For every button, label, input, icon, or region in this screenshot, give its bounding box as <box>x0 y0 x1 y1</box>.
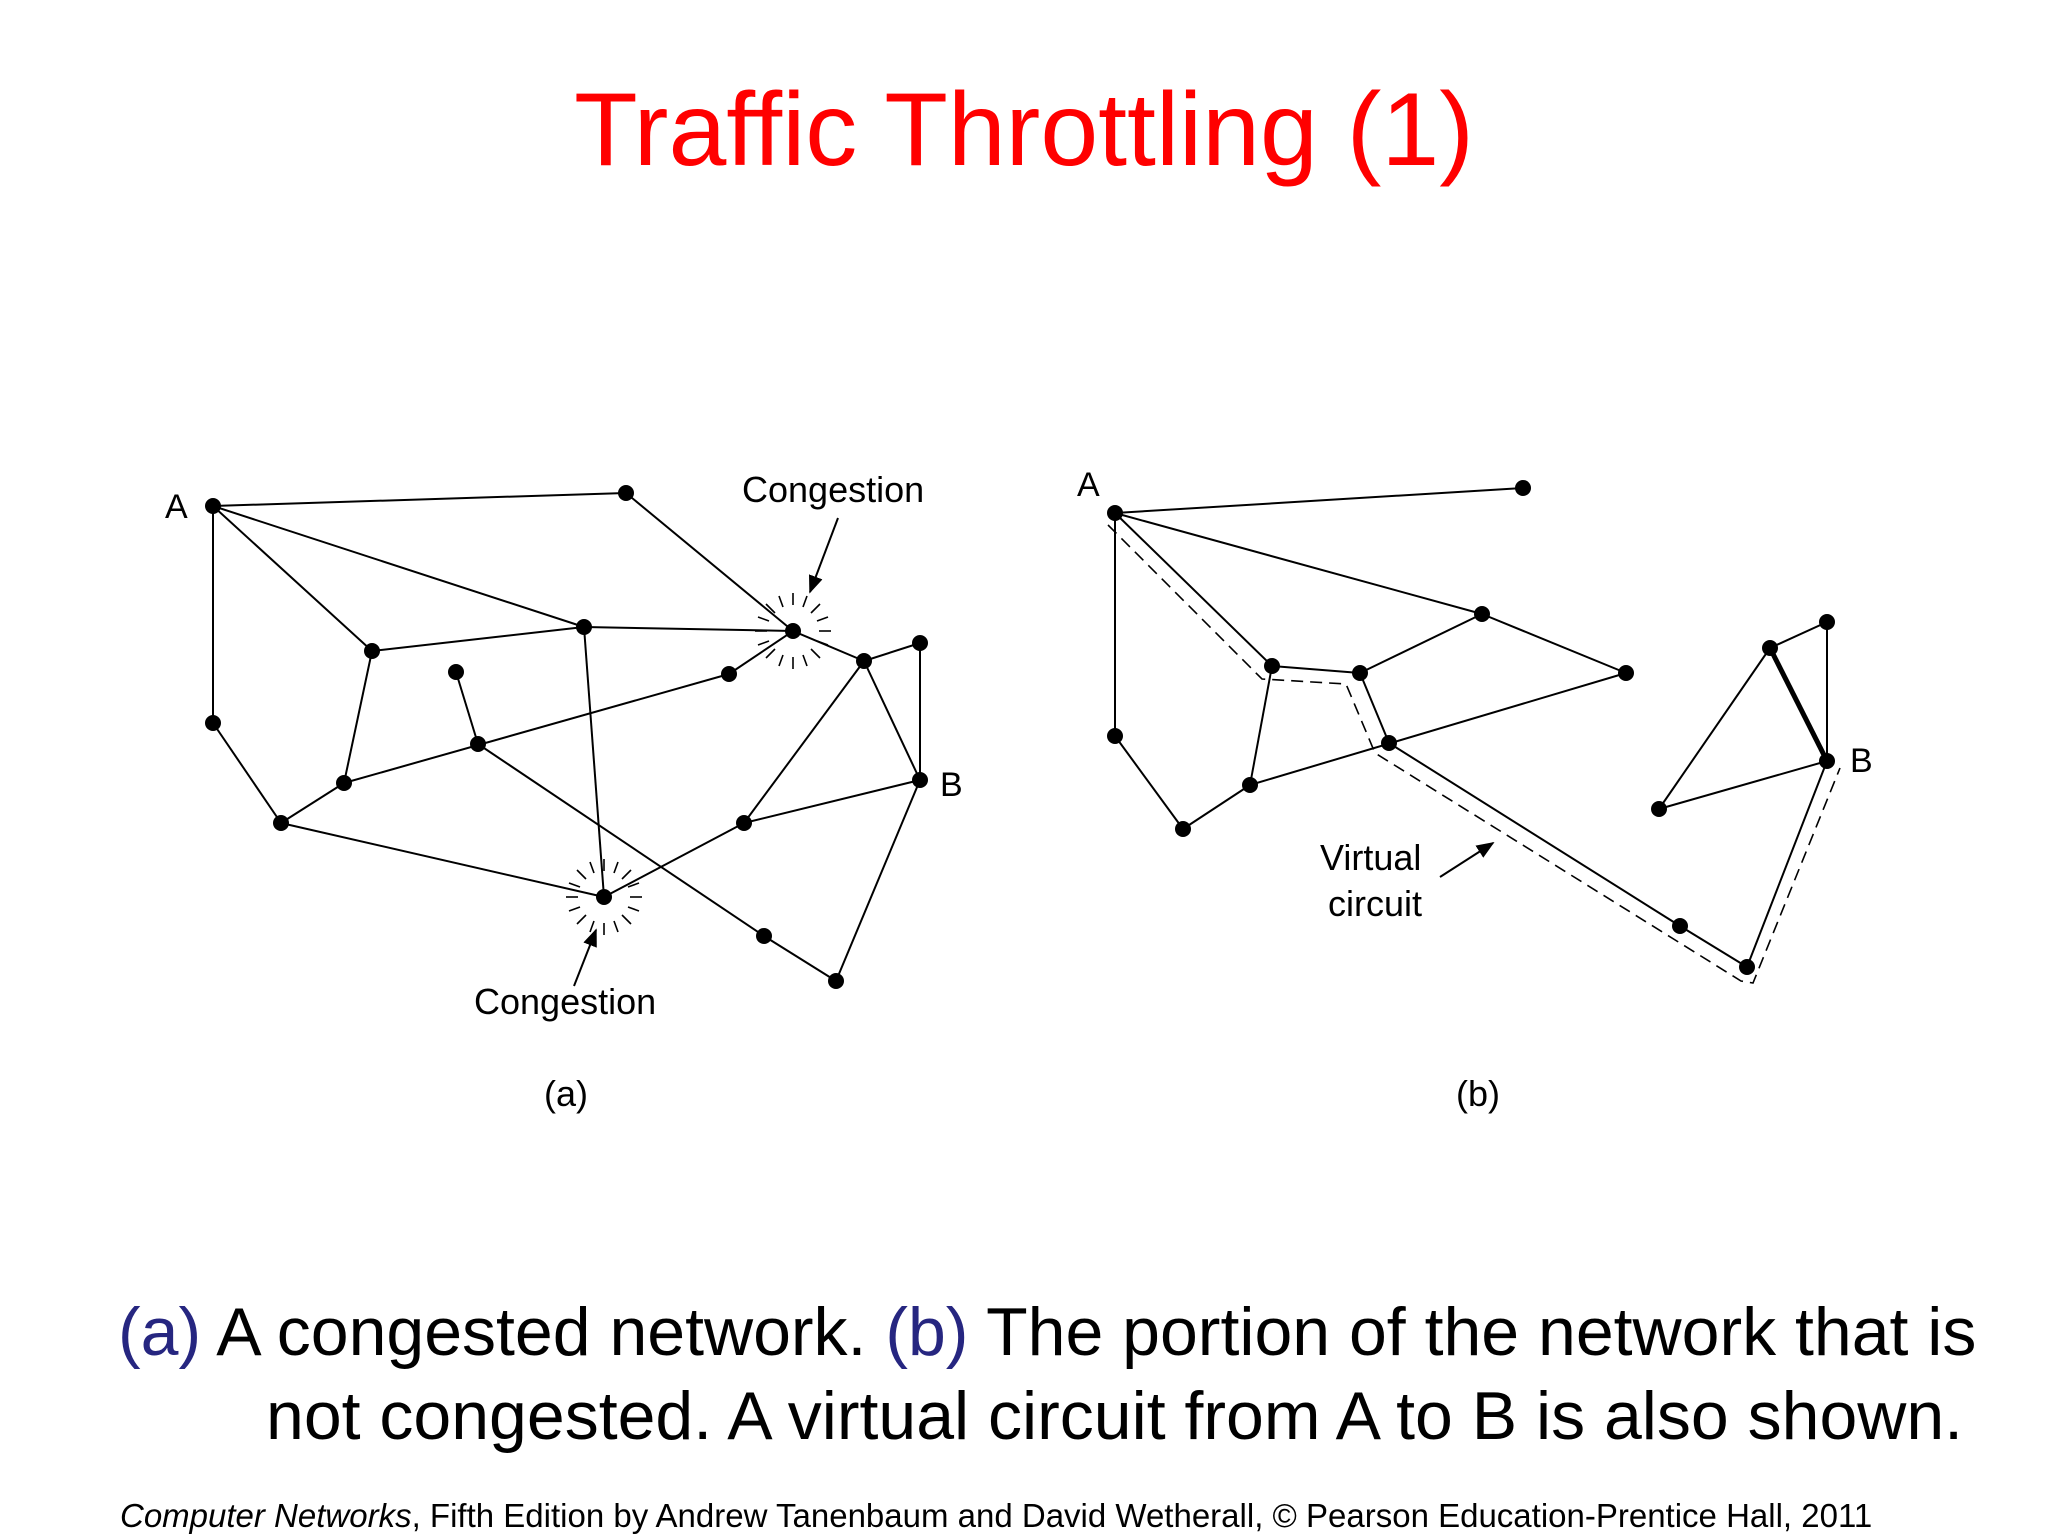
network-node <box>1762 640 1778 656</box>
congestion-bottom-label: Congestion <box>474 981 656 1022</box>
network-node <box>1819 614 1835 630</box>
caption-label-b: (b) <box>885 1294 969 1370</box>
network-node <box>273 815 289 831</box>
footer-book-title: Computer Networks <box>120 1497 412 1534</box>
caption-text-b-line2: not congested. A virtual circuit from A … <box>266 1378 1964 1454</box>
figure-caption: (a) A congested network. (b) The portion… <box>118 1290 2018 1458</box>
network-node <box>364 643 380 659</box>
network-node <box>1672 918 1688 934</box>
node-b-label: B <box>940 766 963 804</box>
network-node <box>912 772 928 788</box>
slide-title: Traffic Throttling (1) <box>574 72 1474 188</box>
panel-a <box>212 492 921 982</box>
network-node <box>856 653 872 669</box>
network-node <box>1618 665 1634 681</box>
congestion-top-label: Congestion <box>742 469 924 510</box>
network-node <box>1107 505 1123 521</box>
caption-label-a: (a) <box>118 1294 202 1370</box>
virtual-circuit-arrow <box>1439 842 1495 878</box>
network-node <box>1651 801 1667 817</box>
network-node <box>1819 753 1835 769</box>
network-node <box>1352 665 1368 681</box>
node-a-label: A <box>165 488 188 526</box>
network-node <box>828 973 844 989</box>
network-node <box>1175 821 1191 837</box>
network-node <box>736 815 752 831</box>
panel-b-sublabel: (b) <box>1456 1073 1500 1114</box>
network-node <box>1381 735 1397 751</box>
congestion-bottom-arrow <box>573 928 597 987</box>
caption-text-a: A congested network. <box>201 1294 886 1370</box>
virtual-circuit-label-line2: circuit <box>1328 883 1422 924</box>
network-node <box>448 664 464 680</box>
panel-a-nodes <box>205 485 928 989</box>
congestion-burst-bottom <box>566 859 642 935</box>
network-node <box>205 498 221 514</box>
footer-citation-text: , Fifth Edition by Andrew Tanenbaum and … <box>411 1497 1873 1534</box>
panel-a-sublabel: (a) <box>544 1073 588 1114</box>
node-a-label: A <box>1077 466 1100 504</box>
network-node <box>1107 728 1123 744</box>
network-node <box>596 889 612 905</box>
network-node <box>1515 480 1531 496</box>
network-node <box>336 775 352 791</box>
congestion-burst-top <box>755 593 831 669</box>
network-node <box>1242 777 1258 793</box>
virtual-circuit-label-line1: Virtual <box>1320 837 1421 878</box>
node-b-label: B <box>1850 742 1873 780</box>
network-node <box>756 928 772 944</box>
network-node <box>1739 959 1755 975</box>
network-node <box>721 666 737 682</box>
network-node <box>576 619 592 635</box>
caption-text-b-line1: The portion of the network that is <box>968 1294 1977 1370</box>
network-node <box>205 715 221 731</box>
network-node <box>1474 606 1490 622</box>
panel-b <box>1114 487 1828 968</box>
virtual-circuit-path <box>1107 524 1841 984</box>
network-node <box>470 736 486 752</box>
network-node <box>1264 658 1280 674</box>
congestion-top-arrow <box>808 517 839 594</box>
footer-citation: Computer Networks, Fifth Edition by Andr… <box>120 1496 2020 1536</box>
network-node <box>912 635 928 651</box>
network-node <box>785 623 801 639</box>
panel-b-nodes <box>1107 480 1835 975</box>
bold-link <box>1767 646 1830 763</box>
network-node <box>618 485 634 501</box>
